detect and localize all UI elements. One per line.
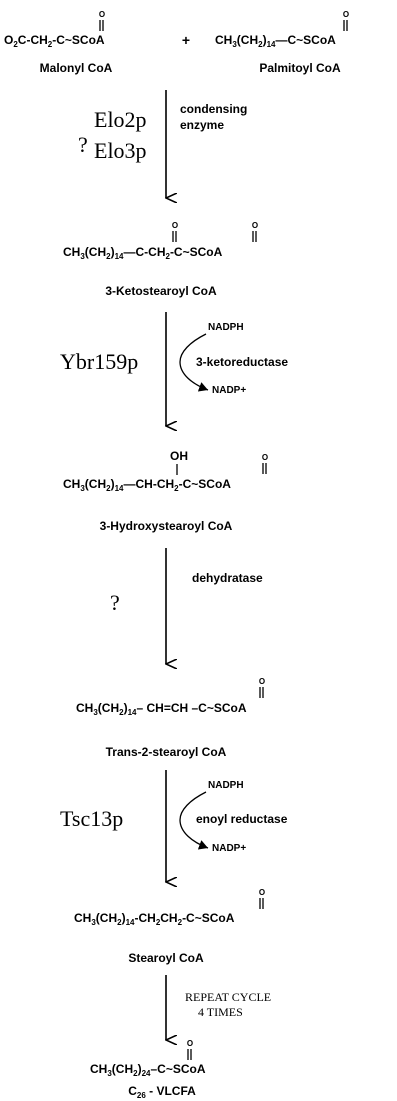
ketostearoyl-formula: CH3(CH2)14—C-CH2-C~SCoA [63,245,223,261]
malonyl-carbonyl-o: O [99,10,105,19]
enzyme-elo3p: Elo3p [94,138,147,163]
step1-label-line2: enzyme [180,118,224,132]
stearoyl-carbonyl-o: O [259,888,265,897]
hydroxystearoyl-formula: CH3(CH2)14—CH-CH2-C~SCoA [63,477,231,493]
stearoyl-coa: O CH3(CH2)14-CH2CH2-C~SCoA Stearoyl CoA [74,888,265,965]
cofactor-arc-step4 [179,791,209,850]
step2-nadp: NADP+ [212,385,246,396]
enzyme-elo2p: Elo2p [94,107,147,132]
step1-label-line1: condensing [180,102,247,116]
ketostearoyl-name: 3-Ketostearoyl CoA [105,284,217,298]
product-formula: CH3(CH2)24–C~SCoA [90,1062,206,1078]
repeat-line2: 4 TIMES [198,1005,243,1019]
hydroxystearoyl-coa: OH O CH3(CH2)14—CH-CH2-C~SCoA 3-Hydroxys… [63,449,268,533]
stearoyl-name: Stearoyl CoA [128,951,204,965]
malonyl-name: Malonyl CoA [40,61,113,75]
trans2-carbonyl-o: O [259,677,265,686]
step4-label: enoyl reductase [196,812,288,826]
trans2-name: Trans-2-stearoyl CoA [106,745,227,759]
trans2-formula: CH3(CH2)14– CH=CH –C~SCoA [76,701,247,717]
repeat-line1: REPEAT CYCLE [185,990,271,1004]
palmitoyl-coa: O CH3(CH2)14—C~SCoA Palmitoyl CoA [215,10,349,75]
step2-nadph: NADPH [208,322,244,333]
step2-label: 3-ketoreductase [196,355,288,369]
product-carbonyl-o: O [187,1039,193,1048]
malonyl-formula: O2C-CH2-C~SCoA [4,33,105,49]
trans2-stearoyl-coa: O CH3(CH2)14– CH=CH –C~SCoA Trans-2-stea… [76,677,265,759]
step4-nadp: NADP+ [212,843,246,854]
product-name: C26 - VLCFA [128,1084,196,1100]
palmitoyl-carbonyl-o: O [343,10,349,19]
stearoyl-formula: CH3(CH2)14-CH2CH2-C~SCoA [74,911,235,927]
cofactor-arc-step2 [179,333,209,392]
keto-carbonyl-o-2: O [252,221,258,230]
step3-question: ? [110,590,120,615]
hydroxy-carbonyl-o: O [262,453,268,462]
palmitoyl-formula: CH3(CH2)14—C~SCoA [215,33,336,49]
keto-carbonyl-o-1: O [172,221,178,230]
hydroxy-oh: OH [170,449,188,463]
step1-question: ? [78,132,88,157]
enzyme-tsc13p: Tsc13p [60,806,123,831]
hydroxystearoyl-name: 3-Hydroxystearoyl CoA [100,519,233,533]
palmitoyl-name: Palmitoyl CoA [259,61,341,75]
step3-label: dehydratase [192,571,263,585]
ketostearoyl-coa: O O CH3(CH2)14—C-CH2-C~SCoA 3-Ketostearo… [63,221,258,298]
step4-nadph: NADPH [208,780,244,791]
malonyl-coa: O O2C-CH2-C~SCoA Malonyl CoA [4,10,113,75]
plus-sign: + [182,32,190,48]
enzyme-ybr159p: Ybr159p [60,349,138,374]
vlcfa-product: O CH3(CH2)24–C~SCoA C26 - VLCFA [90,1039,206,1100]
